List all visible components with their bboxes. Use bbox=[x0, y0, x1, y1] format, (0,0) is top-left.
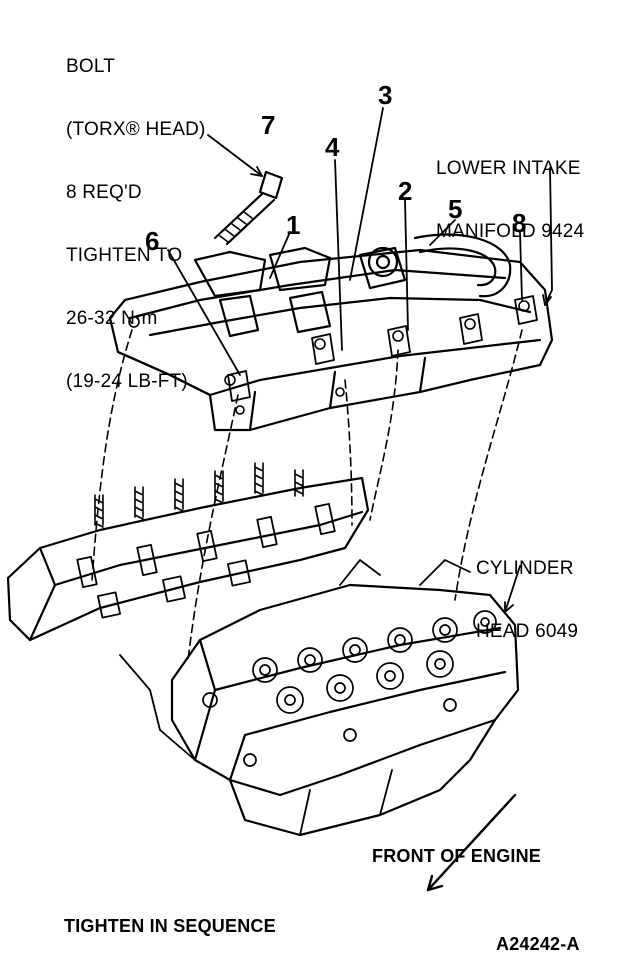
torx-bolt bbox=[213, 170, 284, 246]
sequence-number-2: 2 bbox=[398, 176, 413, 206]
front-of-engine-label: FRONT OF ENGINE bbox=[372, 846, 541, 866]
lower-intake-label-line: LOWER INTAKE bbox=[436, 158, 581, 179]
sequence-number-7: 7 bbox=[261, 110, 276, 140]
sequence-number-4: 4 bbox=[325, 132, 340, 162]
bolt-label-line: BOLT bbox=[66, 56, 116, 77]
bolt-label-line: 8 REQ'D bbox=[66, 182, 142, 203]
figure-code: A24242-A bbox=[496, 934, 580, 954]
bolt-label-line: (TORX® HEAD) bbox=[66, 119, 206, 140]
sequence-number-6: 6 bbox=[145, 226, 160, 256]
bolt-label-line: TIGHTEN TO bbox=[66, 245, 183, 266]
sequence-number-5: 5 bbox=[448, 194, 463, 224]
cylinder-head-label-line: CYLINDER bbox=[476, 558, 574, 579]
sequence-number-1: 1 bbox=[286, 210, 301, 240]
lower-intake-label-line: MANIFOLD 9424 bbox=[436, 221, 585, 242]
engine-cylinder-heads bbox=[6, 462, 520, 837]
alignment-lines bbox=[91, 329, 523, 661]
lower-intake-callout: LOWER INTAKE MANIFOLD 9424 bbox=[436, 116, 584, 284]
tighten-in-sequence-label: TIGHTEN IN SEQUENCE bbox=[64, 916, 276, 936]
lower-intake-manifold bbox=[108, 233, 554, 432]
front-of-engine-arrow bbox=[426, 793, 517, 892]
cylinder-head-label-line: HEAD 6049 bbox=[476, 621, 579, 642]
sequence-number-3: 3 bbox=[378, 80, 393, 110]
bolt-label-line: 26-32 N·m bbox=[66, 308, 158, 329]
leader-lines bbox=[167, 107, 553, 613]
sequence-number-8: 8 bbox=[512, 208, 527, 238]
bolt-label-line: (19-24 LB-FT) bbox=[66, 371, 188, 392]
cylinder-head-callout: CYLINDER HEAD 6049 bbox=[476, 516, 578, 684]
bolt-callout: BOLT (TORX® HEAD) 8 REQ'D TIGHTEN TO 26-… bbox=[66, 14, 206, 434]
